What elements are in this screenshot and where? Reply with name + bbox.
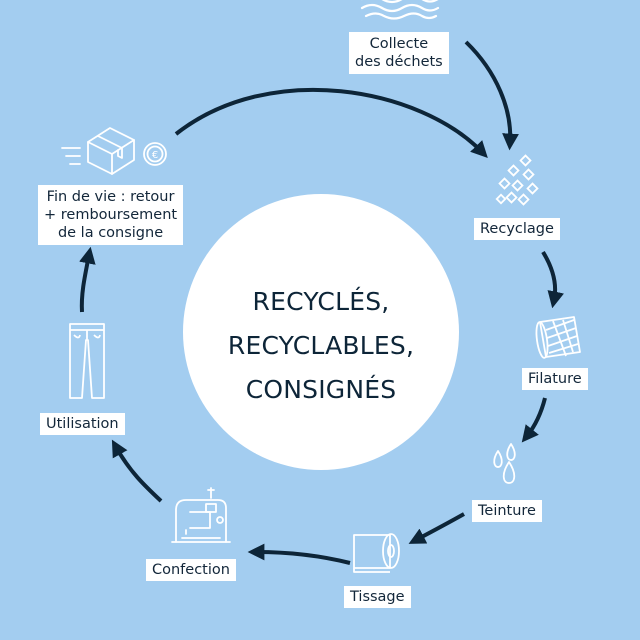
fabric-roll-icon [353,533,400,573]
yarn-spool-icon [535,316,581,359]
step-label-recyclage: Recyclage [474,218,560,240]
dye-drops-icon [493,443,516,484]
step-label-filature: Filature [522,368,588,390]
step-label-collecte: Collecte des déchets [349,32,449,74]
svg-text:€: € [152,150,158,161]
arrow-collecte-to-recyclage [464,40,519,151]
sewing-machine-icon [171,487,231,543]
step-label-teinture: Teinture [472,500,542,522]
arrow-utilisation-to-fin-de-vie [79,246,96,313]
granules-icon [495,154,539,206]
jeans-icon [69,323,105,399]
arrow-teinture-to-tissage [408,512,465,544]
center-circle [183,194,459,470]
waves-icon [360,0,440,20]
center-title-line: RECYCLABLES, [227,331,415,360]
step-label-fin-de-vie: Fin de vie : retour + remboursement de l… [38,185,184,245]
euro-coin-icon: € [143,142,167,166]
arrow-tissage-to-confection [247,543,351,565]
arrow-fin-de-vie-to-recyclage [174,87,488,159]
delivery-box-icon [61,127,135,175]
center-title-line: RECYCLÉS, [252,287,390,316]
step-label-confection: Confection [146,559,236,581]
step-label-utilisation: Utilisation [40,413,125,435]
center-title-line: CONSIGNÉS [245,375,397,404]
arrow-confection-to-utilisation [111,439,163,503]
arrow-filature-to-teinture [521,397,547,443]
arrow-recyclage-to-filature [541,250,564,309]
step-label-tissage: Tissage [344,586,411,608]
center-title: RECYCLÉS, RECYCLABLES, CONSIGNÉS [183,280,459,412]
